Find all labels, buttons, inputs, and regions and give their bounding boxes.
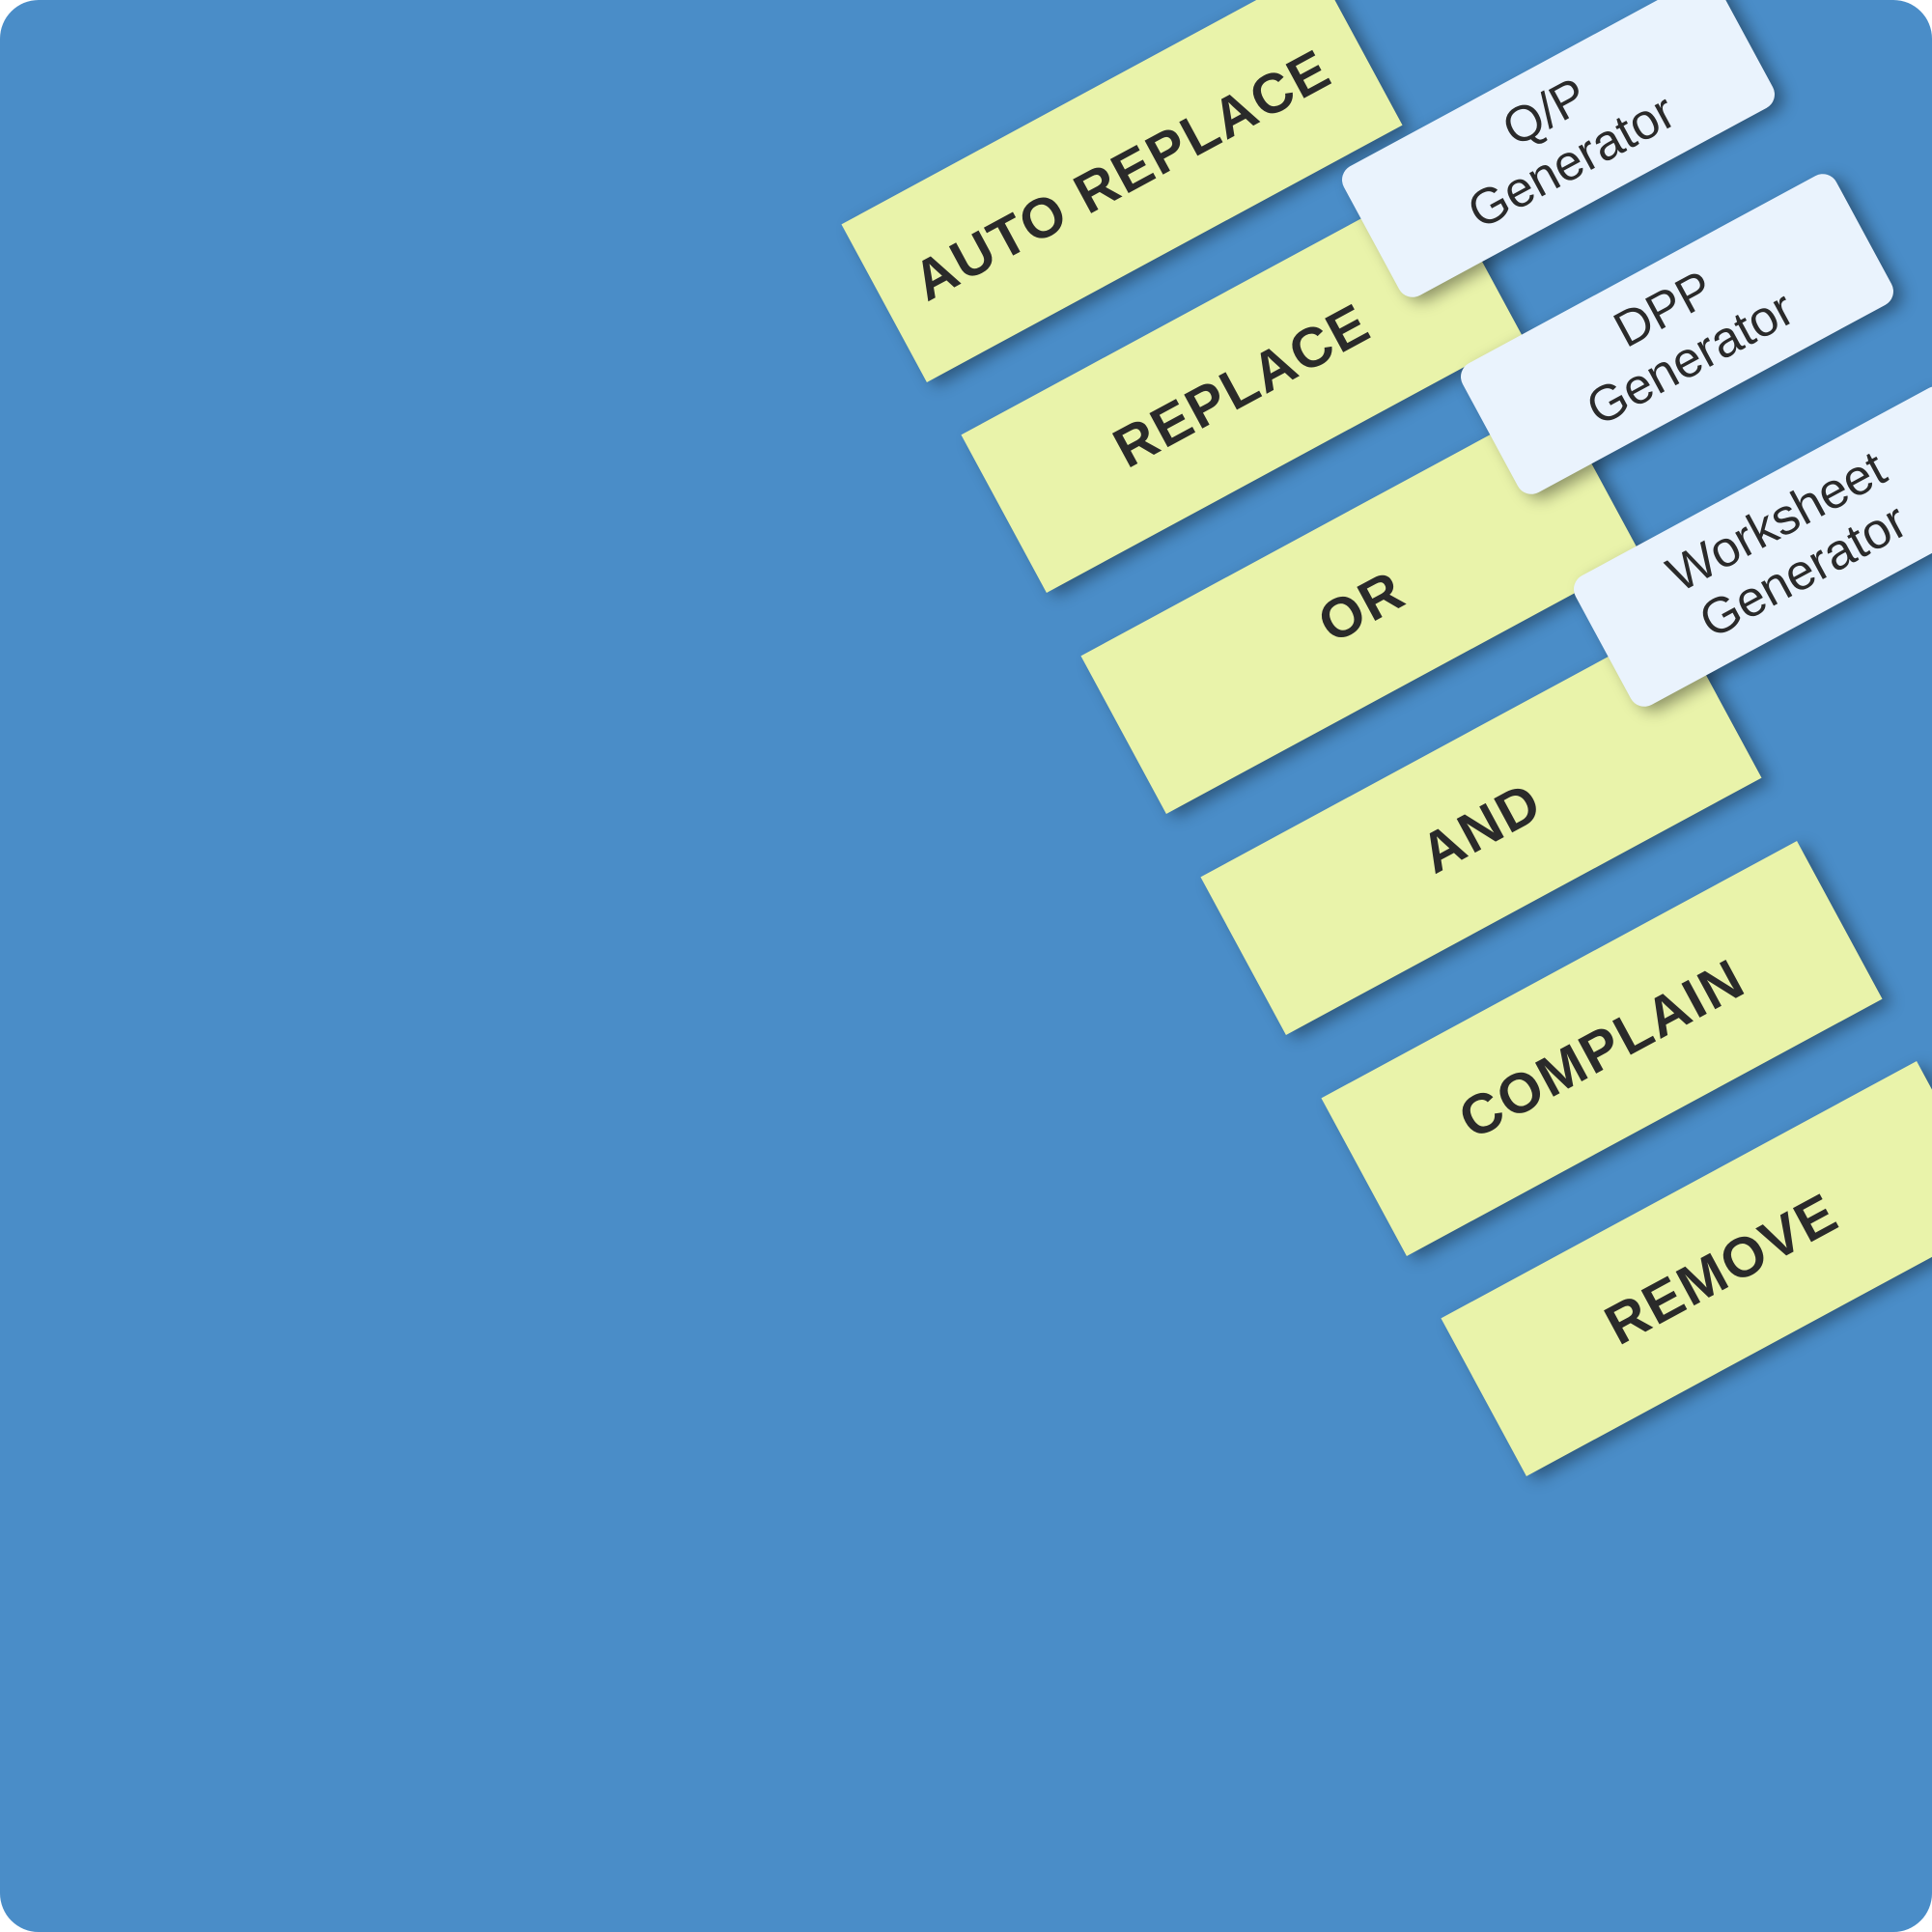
replace-label: REPLACE [1103,291,1381,480]
and-label: AND [1410,770,1553,885]
complain-label: COMPLAIN [1448,946,1755,1151]
or-label: OR [1307,557,1415,656]
remove-label: REMOVE [1594,1180,1849,1358]
